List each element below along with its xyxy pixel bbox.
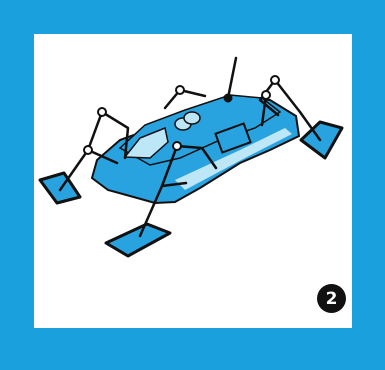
joint-knee-front-left (173, 142, 181, 150)
joint-hip-back-right (262, 91, 270, 99)
step-number-badge: 2 (317, 284, 346, 313)
joint-mid (176, 86, 184, 94)
step-number: 2 (326, 289, 338, 309)
joint-knee-back-right (271, 76, 279, 84)
joint-hip-back-left (84, 146, 92, 154)
antenna (228, 58, 236, 98)
joint-knee-back-left (98, 108, 106, 116)
dome-right (184, 112, 200, 124)
front-left-foot (106, 224, 170, 256)
back-right-foot (301, 122, 342, 158)
